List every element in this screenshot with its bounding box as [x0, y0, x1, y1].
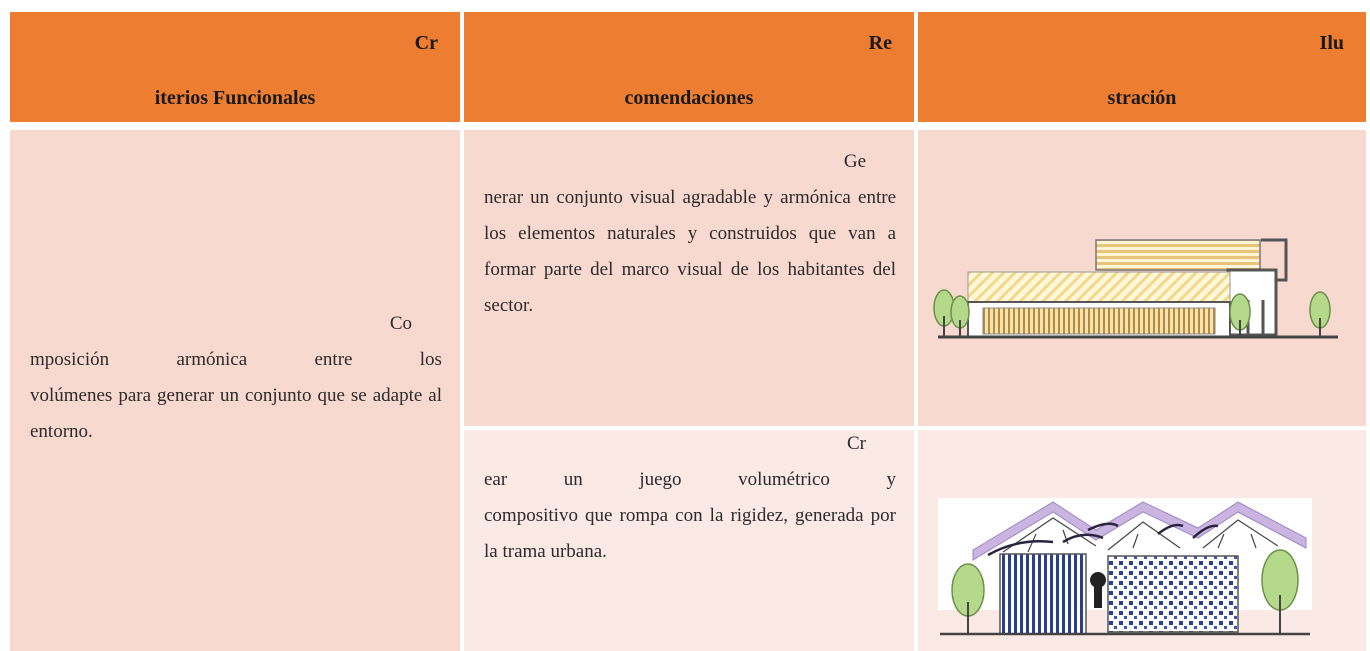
person-icon	[1090, 572, 1106, 588]
recomendacion-cell-2: Cr ear un juego volumétrico y compositiv…	[464, 430, 914, 651]
recomendacion-2-word: un	[563, 469, 583, 490]
tree-icon	[1309, 291, 1331, 337]
volumetric-play-illustration	[938, 498, 1312, 636]
recomendacion-1-top: Ge	[843, 151, 866, 172]
illustration-cell-1	[918, 130, 1366, 426]
recomendacion-2-word: ear	[484, 469, 508, 490]
recomendacion-2-word: juego	[639, 469, 682, 490]
recomendacion-2-word: y	[886, 469, 896, 490]
tree-icon	[1229, 293, 1251, 337]
header-criterios-top: Cr	[414, 32, 438, 54]
header-recomendaciones-top: Re	[868, 32, 892, 54]
recomendacion-2-word: volumétrico	[738, 469, 830, 490]
criterio-word: los	[419, 349, 442, 370]
building-elevation-illustration	[933, 238, 1338, 339]
header-criterios-bottom: iterios Funcionales	[154, 87, 316, 109]
header-ilustracion-bottom: stración	[1107, 87, 1177, 109]
header-criterios: Cr iterios Funcionales	[10, 12, 460, 122]
criterio-word: entre	[314, 349, 353, 370]
criterio-cell: Co mposición armónica entre los volúmene…	[10, 130, 460, 651]
header-recomendaciones: Re comendaciones	[464, 12, 914, 122]
recomendacion-2-text: compositivo que rompa con la rigidez, ge…	[484, 505, 896, 562]
recomendacion-2-line1: ear un juego volumétrico y	[484, 462, 896, 498]
criterio-word: mposición	[30, 349, 110, 370]
header-ilustracion: Ilu stración	[918, 12, 1366, 122]
header-recomendaciones-bottom: comendaciones	[624, 87, 754, 109]
recomendacion-1-text: nerar un conjunto visual agradable y arm…	[484, 187, 896, 316]
tree-icon	[950, 295, 970, 337]
criterio-top: Co	[389, 313, 412, 334]
recomendacion-cell-1: Ge nerar un conjunto visual agradable y …	[464, 130, 914, 426]
illustration-cell-2	[918, 430, 1366, 651]
criterio-word: armónica	[176, 349, 248, 370]
criterio-text: volúmenes para generar un conjunto que s…	[30, 385, 442, 442]
header-ilustracion-top: Ilu	[1319, 32, 1344, 54]
tree-icon	[951, 563, 985, 634]
criterio-line1: mposición armónica entre los	[30, 342, 442, 378]
tree-icon	[1261, 549, 1299, 634]
recomendacion-2-top: Cr	[847, 433, 866, 454]
